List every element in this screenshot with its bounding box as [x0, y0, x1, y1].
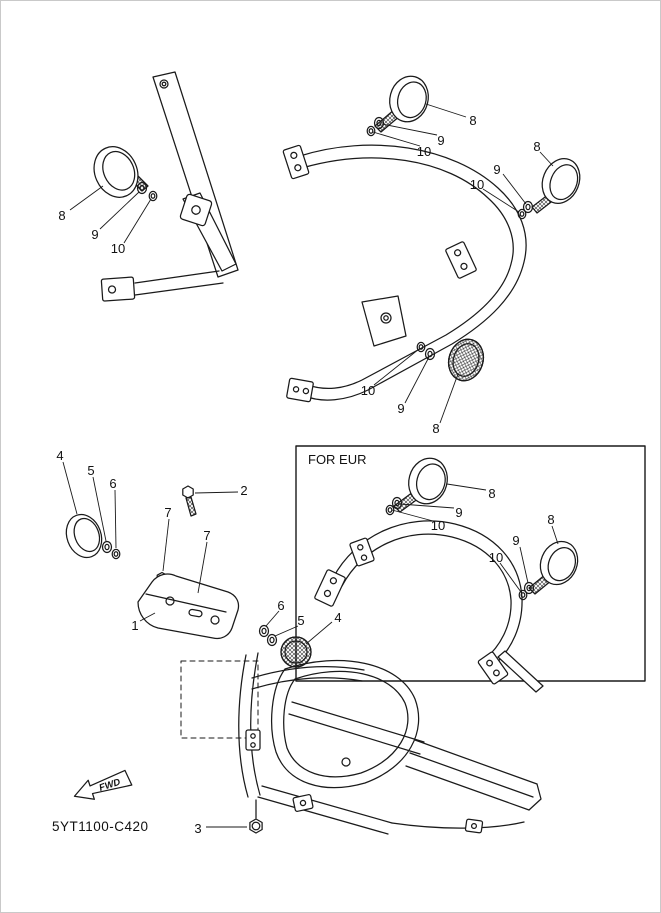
- callout-10-bottom: 10: [361, 383, 375, 398]
- callout-9-eur-left: 9: [455, 505, 462, 520]
- washer: [523, 581, 535, 595]
- carrier-arm-bracket: [152, 71, 239, 278]
- reflector-4: [65, 513, 103, 559]
- left-end-plate: [100, 276, 136, 302]
- tube-bottom-plate: [286, 377, 314, 403]
- callout-5-right: 5: [297, 613, 304, 628]
- callout-9-eur-right: 9: [512, 533, 519, 548]
- callout-9-right: 9: [493, 162, 500, 177]
- callout-7a: 7: [164, 505, 171, 520]
- tube-center-bracket: [361, 295, 407, 347]
- callout-4-right: 4: [334, 610, 341, 625]
- callout-6-left: 6: [109, 476, 116, 491]
- washer-6b: [258, 624, 270, 638]
- nut: [385, 504, 395, 516]
- arm-mount-plate: [179, 193, 213, 227]
- callout-7b: 7: [203, 528, 210, 543]
- eur-reflector-right: [518, 540, 579, 601]
- eur-reflector-left: [385, 457, 448, 516]
- reflector-bottom: [416, 338, 485, 382]
- fwd-arrow: FWD: [73, 769, 133, 800]
- eur-left-plate: [314, 569, 346, 607]
- callout-8-eur-right: 8: [547, 512, 554, 527]
- washer-5: [101, 540, 113, 554]
- eur-end-plate: [477, 651, 509, 685]
- for-eur-panel: [295, 445, 646, 693]
- callout-9-top: 9: [437, 133, 444, 148]
- callout-5-left: 5: [87, 463, 94, 478]
- washer: [391, 496, 403, 510]
- part-code: 5YT1100-C420: [52, 819, 149, 834]
- for-eur-label: FOR EUR: [308, 452, 367, 467]
- callout-1: 1: [131, 618, 138, 633]
- callout-10-eur-right: 10: [489, 550, 503, 565]
- callout-8-eur-left: 8: [488, 486, 495, 501]
- reflector-left: [93, 146, 158, 202]
- bracket-1: [137, 573, 240, 640]
- eur-fin: [497, 650, 544, 693]
- callout-10-left: 10: [111, 241, 125, 256]
- reflector-right: [517, 158, 581, 220]
- nut: [416, 341, 426, 353]
- callout-4-left: 4: [56, 448, 63, 463]
- left-strut: [134, 270, 224, 296]
- washer: [424, 347, 436, 361]
- washer: [136, 181, 148, 195]
- callout-10-right: 10: [470, 177, 484, 192]
- leader-lines: [62, 103, 559, 828]
- top-carrier-assembly: [93, 71, 581, 403]
- fwd-arrow-label: FWD: [98, 777, 122, 794]
- nut-3: [249, 818, 263, 834]
- bolt-2: [182, 485, 197, 517]
- callout-8-right: 8: [533, 139, 540, 154]
- callout-10-eur-left: 10: [431, 518, 445, 533]
- frame-tab-c: [245, 729, 261, 751]
- nut-6: [111, 548, 121, 560]
- callout-2: 2: [240, 483, 247, 498]
- nut: [518, 589, 528, 601]
- bracket-assembly: [65, 485, 312, 668]
- eur-rail-tube: [332, 520, 523, 668]
- eur-mid-plate: [349, 537, 375, 567]
- callout-10-top: 10: [417, 144, 431, 159]
- mount-location-dashed-box: [180, 660, 259, 739]
- washer-5b: [266, 633, 278, 647]
- callout-6-right: 6: [277, 598, 284, 613]
- vehicle-frame-sketch: [238, 652, 542, 835]
- tube-top-plate: [282, 144, 310, 180]
- callout-9-bottom: 9: [397, 401, 404, 416]
- callout-8-top: 8: [469, 113, 476, 128]
- carrier-tube: [299, 144, 527, 401]
- washer: [522, 200, 534, 214]
- tube-side-bracket: [445, 241, 477, 279]
- reflector-top: [366, 75, 429, 137]
- frame-tab-b: [464, 818, 484, 834]
- washer: [373, 116, 385, 130]
- callout-8-left: 8: [58, 208, 65, 223]
- nut: [366, 125, 376, 137]
- callout-8-bottom: 8: [432, 421, 439, 436]
- nut: [517, 208, 527, 220]
- callout-3: 3: [194, 821, 201, 836]
- for-eur-box: [295, 445, 646, 682]
- nut: [148, 190, 158, 202]
- frame-tab-a: [292, 794, 314, 812]
- callout-9-left: 9: [91, 227, 98, 242]
- callout-labels: 8 9 10 8 9 10 8 9 10 10 9 8 4 5 6 2 7 7 …: [56, 113, 554, 836]
